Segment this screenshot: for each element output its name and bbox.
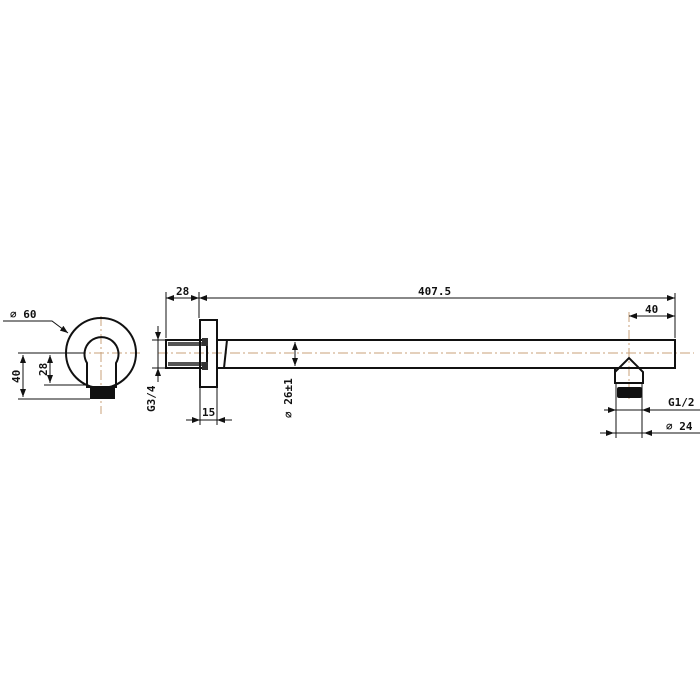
arm-tube: [217, 339, 676, 369]
dim-40-outlet-label: 40: [645, 303, 658, 316]
dim-407-label: 407.5: [418, 285, 451, 298]
dim-26-label: ⌀ 26±1: [282, 378, 295, 418]
thread-block: [90, 387, 115, 399]
dim-28-flange-label: 28: [176, 285, 189, 298]
dia60-leader: [3, 320, 69, 334]
dia60-label: ⌀ 60: [10, 308, 37, 321]
side-view: ⌀ 60 40 28: [3, 308, 142, 414]
outlet-thread: [617, 387, 642, 398]
dim-40-label: 40: [10, 370, 23, 383]
dim-24-label: ⌀ 24: [666, 420, 693, 433]
threaded-inlet: [165, 339, 208, 369]
dim-g12-label: G1/2: [668, 396, 695, 409]
dim-g34-label: G3/4: [145, 385, 158, 412]
dim-15-label: 15: [202, 406, 215, 419]
outlet-nozzle: [614, 356, 644, 384]
wall-flange: [199, 319, 218, 388]
outlet-body: [83, 336, 120, 388]
arm-view: 28 407.5 40 G3/4 15 ⌀ 26±1 G1/2 ⌀ 24: [145, 285, 700, 438]
dim-28-side-label: 28: [37, 363, 50, 376]
